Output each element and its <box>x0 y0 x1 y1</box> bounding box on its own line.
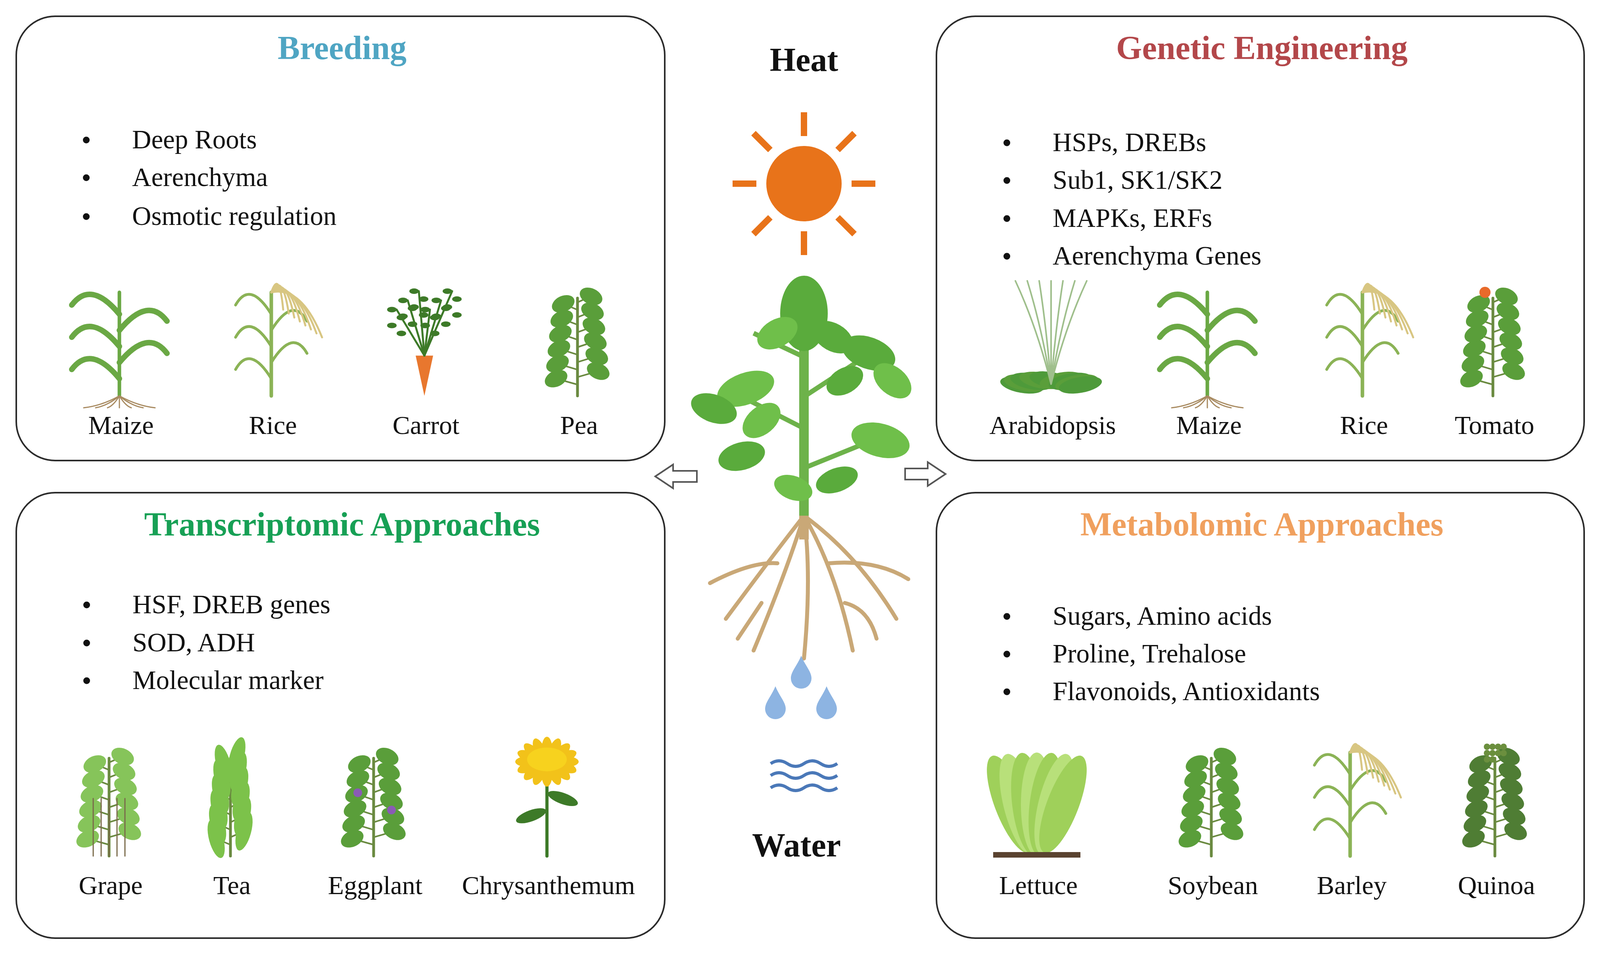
plant-name: Eggplant <box>328 870 423 901</box>
plant-name: Arabidopsis <box>989 410 1117 441</box>
hollow-arrow <box>655 464 697 489</box>
bullet-item: Proline, Trehalose <box>1052 638 1247 669</box>
plant-name: Lettuce <box>999 870 1078 901</box>
panel-box: BreedingDeep RootsAerenchymaOsmotic regu… <box>15 15 666 462</box>
plant-icon <box>204 735 257 860</box>
plant-name: Tea <box>213 870 251 901</box>
plant-icon <box>999 280 1104 397</box>
bullet-item: Sugars, Amino acids <box>1052 600 1272 632</box>
bullet-item: Flavonoids, Antioxidants <box>1052 675 1320 707</box>
bullet-item: Osmotic regulation <box>132 200 337 232</box>
plant-icon <box>387 288 462 396</box>
plant-icon <box>235 283 323 396</box>
panel-heading: Breeding <box>277 28 407 68</box>
plant-icon <box>1159 292 1255 408</box>
bullet-item: HSPs, DREBs <box>1052 126 1207 158</box>
panel-box: Genetic EngineeringHSPs, DREBsSub1, SK1/… <box>935 15 1585 462</box>
plant-icon <box>1175 744 1246 856</box>
panel-heading: Transcriptomic Approaches <box>144 505 541 544</box>
bullet-item: MAPKs, ERFs <box>1052 202 1213 234</box>
plant-icon <box>977 750 1097 859</box>
plant-icon <box>541 283 612 396</box>
plant-icon <box>1314 743 1401 856</box>
hollow-arrow <box>905 462 946 486</box>
stress-label: Heat <box>769 40 839 79</box>
plant-name: Maize <box>88 410 154 441</box>
plant-icon <box>337 744 409 856</box>
plant-icon <box>71 292 167 408</box>
plant-icon <box>1457 283 1528 396</box>
plant-icon <box>1326 283 1414 396</box>
bullet-item: Aerenchyma Genes <box>1052 240 1262 271</box>
bullet-item: Aerenchyma <box>132 161 268 193</box>
panel-box: Transcriptomic ApproachesHSF, DREB genes… <box>15 491 666 939</box>
plant-icon <box>73 744 144 856</box>
plant-name: Barley <box>1316 870 1387 901</box>
plant-name: Tomato <box>1454 410 1535 441</box>
plant-name: Maize <box>1176 410 1242 441</box>
plant-name: Carrot <box>392 410 460 441</box>
plant-name: Pea <box>560 410 598 441</box>
bullet-item: HSF, DREB genes <box>132 588 331 620</box>
bullet-item: Deep Roots <box>132 124 258 155</box>
plant-name: Quinoa <box>1458 870 1535 901</box>
plant-name: Rice <box>249 410 298 441</box>
panel-heading: Metabolomic Approaches <box>1080 505 1444 544</box>
plant-name: Soybean <box>1167 870 1258 901</box>
bullet-item: Molecular marker <box>132 664 324 696</box>
plant-icon <box>1459 743 1530 857</box>
sun-icon <box>732 112 876 256</box>
center-plant <box>655 275 946 791</box>
plant-name: Chrysanthemum <box>462 870 636 901</box>
plant-icon <box>514 736 580 856</box>
stress-label: Water <box>752 825 841 865</box>
plant-name: Rice <box>1340 410 1389 441</box>
panel-heading: Genetic Engineering <box>1116 28 1408 68</box>
panel-box: Metabolomic ApproachesSugars, Amino acid… <box>935 491 1585 939</box>
bullet-item: Sub1, SK1/SK2 <box>1052 164 1223 196</box>
plant-name: Grape <box>78 870 143 901</box>
bullet-item: SOD, ADH <box>132 627 256 658</box>
